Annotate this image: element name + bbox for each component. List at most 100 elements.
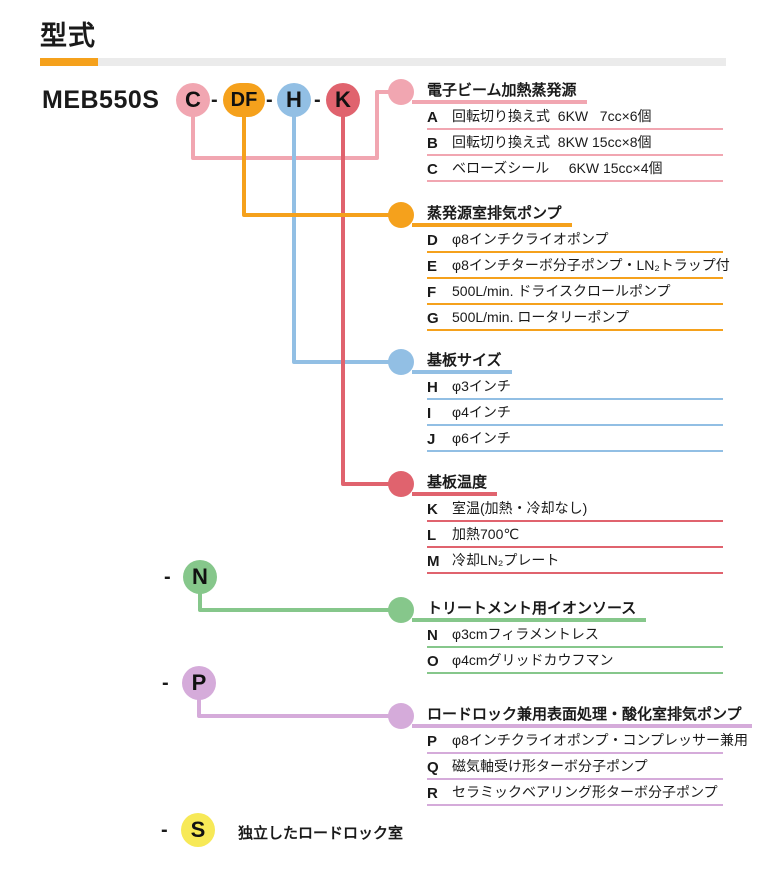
option-row-r: R セラミックベアリング形ターボ分子ポンプ	[427, 780, 723, 806]
title-underline-rule	[98, 58, 726, 66]
option-desc: φ3インチ	[452, 378, 511, 394]
option-desc: 加熱700℃	[452, 526, 520, 542]
category-title: ロードロック兼用表面処理・酸化室排気ポンプ	[412, 707, 752, 728]
option-row-c: C ベローズシール 6KW 15cc×4個	[427, 156, 723, 182]
option-letter-n: N	[192, 564, 208, 589]
option-desc: φ4インチ	[452, 404, 511, 420]
code-dash-2: -	[266, 89, 273, 111]
option-desc: 回転切り換え式 8KW 15cc×8個	[452, 134, 652, 150]
connector-line-n-ion-source	[198, 592, 392, 612]
option-dash-s: -	[161, 819, 168, 841]
category-bullet-evaporation-source	[388, 79, 414, 105]
option-row-d: D φ8インチクライオポンプ	[427, 227, 723, 253]
category-bullet-exhaust-pump	[388, 202, 414, 228]
category-electron-beam-evaporation-source: 電子ビーム加熱蒸発源 A 回転切り換え式 6KW 7cc×6個 B 回転切り換え…	[412, 82, 723, 182]
option-letter-p: P	[191, 670, 207, 695]
option-code: M	[427, 553, 440, 570]
category-title: 基板サイズ	[412, 353, 512, 374]
option-code: F	[427, 284, 437, 301]
category-substrate-size: 基板サイズ H φ3インチ I φ4インチ J φ6インチ	[412, 352, 723, 452]
code-letter-c: C	[185, 87, 201, 112]
option-desc: 冷却LN₂プレート	[452, 552, 560, 568]
option-code: K	[427, 501, 438, 518]
category-bullet-ion-source	[388, 597, 414, 623]
option-code: P	[427, 733, 438, 750]
option-code: R	[427, 785, 438, 802]
option-row-j: J φ6インチ	[427, 426, 723, 452]
option-code: D	[427, 232, 438, 249]
option-desc: 500L/min. ロータリーポンプ	[452, 309, 629, 325]
option-code: Q	[427, 759, 439, 776]
option-code: N	[427, 627, 438, 644]
code-circle-c: C	[176, 83, 210, 117]
code-dash-1: -	[211, 89, 218, 111]
category-title: 蒸発源室排気ポンプ	[412, 206, 572, 227]
option-row-a: A 回転切り換え式 6KW 7cc×6個	[427, 104, 723, 130]
option-row-b: B 回転切り換え式 8KW 15cc×8個	[427, 130, 723, 156]
option-row-g: G 500L/min. ロータリーポンプ	[427, 305, 723, 331]
option-letter-s: S	[190, 817, 206, 842]
option-desc: φ8インチクライオポンプ	[452, 231, 609, 247]
category-treatment-ion-source: トリートメント用イオンソース N φ3cmフィラメントレス O φ4cmグリッド…	[412, 600, 723, 674]
option-code: A	[427, 109, 438, 126]
code-letter-k: K	[335, 87, 351, 112]
category-title: 電子ビーム加熱蒸発源	[412, 83, 587, 104]
option-desc: ベローズシール 6KW 15cc×4個	[452, 160, 663, 176]
option-code: C	[427, 161, 438, 178]
option-desc: φ3cmフィラメントレス	[452, 626, 599, 642]
option-desc: φ8インチターボ分子ポンプ・LN₂トラップ付	[452, 257, 730, 273]
option-dash-p: -	[162, 672, 169, 694]
option-circle-p: P	[182, 666, 216, 700]
model-prefix: MEB550S	[42, 86, 160, 114]
option-code: I	[427, 405, 432, 422]
option-row-q: Q 磁気軸受け形ターボ分子ポンプ	[427, 754, 723, 780]
title-underline-accent	[40, 58, 98, 66]
option-desc: 磁気軸受け形ターボ分子ポンプ	[452, 758, 648, 774]
code-letter-h: H	[286, 87, 302, 112]
option-code: E	[427, 258, 438, 275]
code-circle-h: H	[277, 83, 311, 117]
option-row-m: M 冷却LN₂プレート	[427, 548, 723, 574]
option-circle-s: S	[181, 813, 215, 847]
option-row-h: H φ3インチ	[427, 374, 723, 400]
option-desc: φ4cmグリッドカウフマン	[452, 652, 614, 668]
code-dash-3: -	[314, 89, 321, 111]
option-row-e: E φ8インチターボ分子ポンプ・LN₂トラップ付	[427, 253, 730, 279]
connector-line-p-loadlock-pump	[197, 698, 392, 718]
option-row-l: L 加熱700℃	[427, 522, 723, 548]
category-title: 基板温度	[412, 475, 498, 496]
code-circle-df: DF	[223, 83, 265, 117]
category-loadlock-surface-treatment-exhaust-pump: ロードロック兼用表面処理・酸化室排気ポンプ P φ8インチクライオポンプ・コンプ…	[412, 706, 752, 806]
option-row-i: I φ4インチ	[427, 400, 723, 426]
option-row-p: P φ8インチクライオポンプ・コンプレッサー兼用	[427, 728, 748, 754]
category-substrate-temperature: 基板温度 K 室温(加熱・冷却なし) L 加熱700℃ M 冷却LN₂プレート	[412, 474, 723, 574]
option-code: J	[427, 431, 436, 448]
option-code: G	[427, 310, 439, 327]
option-s-label: 独立したロードロック室	[238, 825, 404, 842]
option-code: H	[427, 379, 438, 396]
connector-line-c-evaporation-source	[191, 90, 392, 160]
page-title: 型式	[40, 21, 96, 51]
code-circle-k: K	[326, 83, 360, 117]
connector-line-df-exhaust-pump	[242, 105, 392, 217]
category-bullet-loadlock-pump	[388, 703, 414, 729]
option-desc: 回転切り換え式 6KW 7cc×6個	[452, 108, 652, 124]
option-code: L	[427, 527, 437, 544]
option-desc: φ6インチ	[452, 430, 511, 446]
connector-line-k-substrate-temperature	[341, 105, 392, 486]
code-letter-df: DF	[230, 88, 258, 111]
category-title: トリートメント用イオンソース	[412, 601, 647, 622]
option-dash-n: -	[164, 566, 171, 588]
option-desc: 室温(加熱・冷却なし)	[452, 500, 588, 516]
option-row-n: N φ3cmフィラメントレス	[427, 622, 723, 648]
option-circle-n: N	[183, 560, 217, 594]
category-bullet-substrate-size	[388, 349, 414, 375]
option-row-f: F 500L/min. ドライスクロールポンプ	[427, 279, 723, 305]
option-code: O	[427, 653, 439, 670]
option-desc: セラミックベアリング形ターボ分子ポンプ	[452, 784, 718, 800]
option-row-k: K 室温(加熱・冷却なし)	[427, 496, 723, 522]
option-desc: φ8インチクライオポンプ・コンプレッサー兼用	[452, 732, 749, 748]
connector-line-h-substrate-size	[292, 105, 392, 364]
option-desc: 500L/min. ドライスクロールポンプ	[452, 283, 671, 299]
option-code: B	[427, 135, 438, 152]
